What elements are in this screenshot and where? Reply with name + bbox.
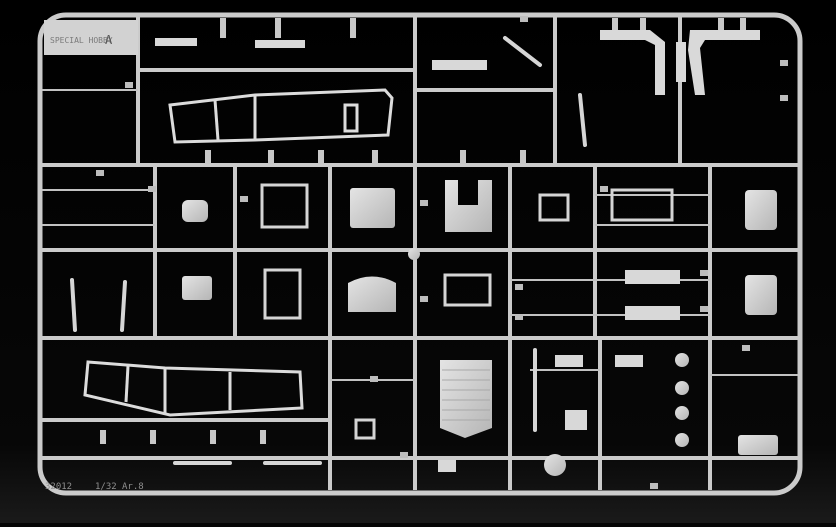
sprue-label-block: SPECIAL HOBBY bbox=[44, 20, 138, 55]
runners bbox=[42, 17, 798, 490]
frame-parts bbox=[260, 183, 674, 440]
outer-frame bbox=[37, 12, 803, 496]
brand-text: SPECIAL HOBBY bbox=[50, 36, 113, 45]
fuselage-side-part-lower bbox=[83, 360, 304, 417]
fuselage-side-part-upper bbox=[168, 88, 394, 144]
strut-parts bbox=[70, 36, 587, 465]
part-name-text: Ar.8 bbox=[122, 482, 144, 492]
floor-panel-part bbox=[440, 360, 492, 438]
radiator-parts bbox=[155, 38, 680, 472]
scale-text: 1/32 bbox=[95, 482, 117, 492]
exhaust-pipes-part bbox=[600, 30, 760, 95]
kit-code-text: 32012 bbox=[45, 482, 72, 492]
part-number-tabs bbox=[96, 16, 788, 489]
attachment-gates bbox=[100, 18, 746, 444]
sprue-letter: A bbox=[105, 33, 113, 47]
fuel-tank-parts bbox=[738, 190, 778, 455]
wheel-parts bbox=[408, 248, 689, 476]
cockpit-panels bbox=[182, 180, 492, 312]
